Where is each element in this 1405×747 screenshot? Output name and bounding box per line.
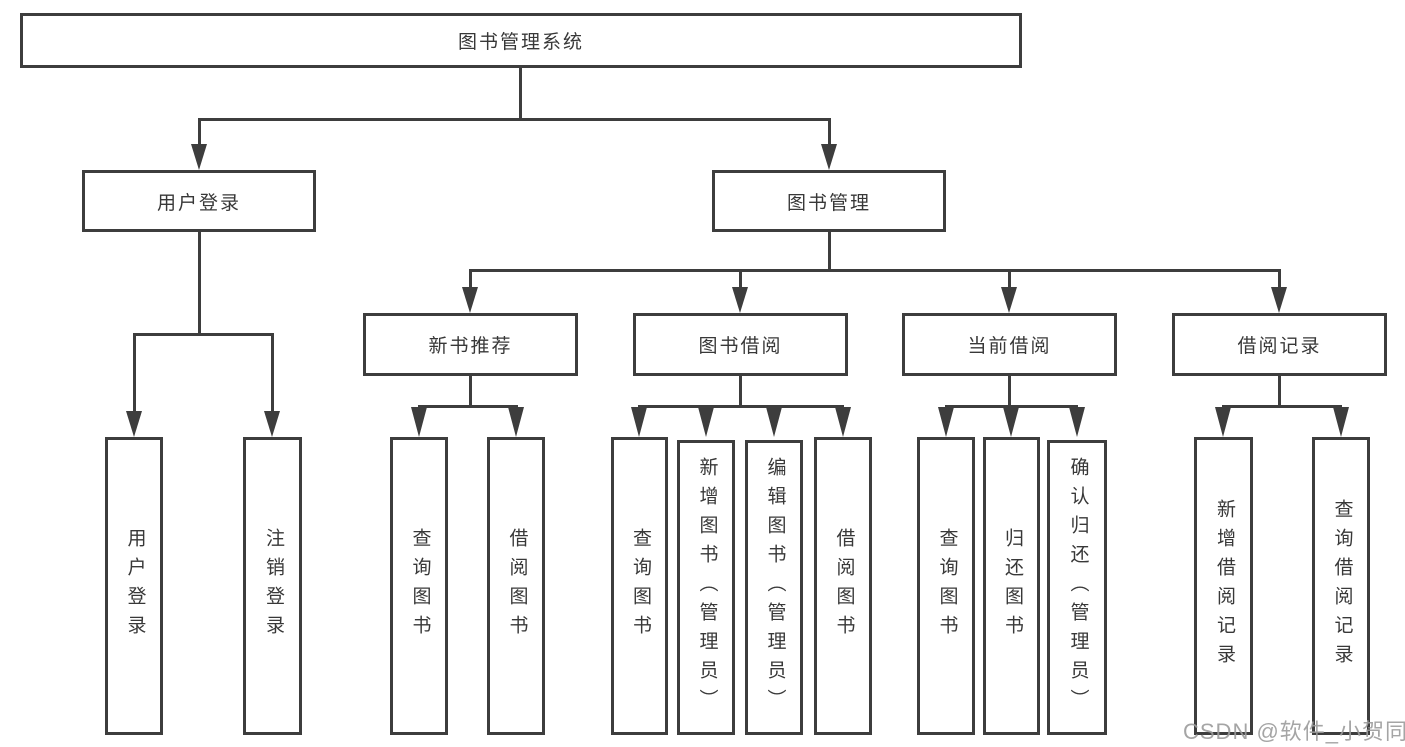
csdn-watermark: CSDN @软件_小贺同学 bbox=[1183, 719, 1405, 744]
leaf-label: 注销登录 bbox=[262, 528, 284, 644]
leaf-query-books: 查询图书 bbox=[917, 437, 975, 735]
leaf-label: 查询借阅记录 bbox=[1331, 499, 1353, 673]
arrow-down-icon bbox=[126, 411, 142, 437]
connector-stub bbox=[1008, 375, 1011, 408]
leaf-label: 编辑图书（管理员） bbox=[764, 457, 786, 718]
arrow-down-icon bbox=[264, 411, 280, 437]
node-label: 借阅记录 bbox=[1237, 336, 1322, 357]
connector-stub bbox=[1278, 375, 1281, 408]
arrow-down-icon bbox=[698, 407, 714, 437]
leaf-user-login: 用户登录 bbox=[105, 437, 163, 735]
arrow-down-icon bbox=[1271, 287, 1287, 313]
connector-shaft bbox=[271, 333, 274, 411]
leaf-add-book-admin: 新增图书（管理员） bbox=[677, 440, 735, 735]
leaf-query-books: 查询图书 bbox=[611, 437, 668, 735]
leaf-label: 查询图书 bbox=[936, 528, 958, 644]
node-book-management: 图书管理 bbox=[712, 170, 946, 232]
arrow-down-icon bbox=[766, 407, 782, 437]
connector-branch bbox=[638, 405, 844, 408]
connector-shaft bbox=[133, 333, 136, 411]
leaf-label: 归还图书 bbox=[1001, 528, 1023, 644]
arrow-down-icon bbox=[411, 407, 427, 437]
node-label: 图书管理 bbox=[786, 192, 871, 214]
node-library-system: 图书管理系统 bbox=[20, 13, 1022, 68]
leaf-add-borrow-record: 新增借阅记录 bbox=[1194, 437, 1253, 735]
leaf-query-borrow-record: 查询借阅记录 bbox=[1312, 437, 1370, 735]
connector-shaft bbox=[1008, 269, 1011, 287]
connector-stub bbox=[469, 375, 472, 408]
connector-root-stub bbox=[519, 68, 522, 118]
leaf-query-books: 查询图书 bbox=[390, 437, 448, 735]
arrow-down-icon bbox=[462, 287, 478, 313]
connector-branch bbox=[418, 405, 518, 408]
connector-shaft bbox=[1278, 269, 1281, 287]
arrow-down-icon bbox=[732, 287, 748, 313]
leaf-label: 用户登录 bbox=[124, 528, 146, 644]
arrow-down-icon bbox=[821, 144, 837, 170]
leaf-label: 确认归还（管理员） bbox=[1067, 457, 1089, 718]
connector-stub bbox=[739, 375, 742, 408]
connector-branch bbox=[1222, 405, 1342, 408]
leaf-label: 借阅图书 bbox=[833, 528, 855, 644]
node-label: 用户登录 bbox=[156, 192, 241, 214]
leaf-confirm-return-admin: 确认归还（管理员） bbox=[1047, 440, 1107, 735]
connector-root-branch bbox=[198, 118, 830, 121]
arrow-down-icon bbox=[508, 407, 524, 437]
arrow-down-icon bbox=[1001, 287, 1017, 313]
node-label: 当前借阅 bbox=[967, 336, 1052, 357]
arrow-down-icon bbox=[1069, 407, 1085, 437]
arrow-down-icon bbox=[631, 407, 647, 437]
connector-shaft bbox=[469, 269, 472, 287]
leaf-label: 查询图书 bbox=[409, 528, 431, 644]
connector-user-login-branch bbox=[133, 333, 273, 336]
arrow-down-icon bbox=[191, 144, 207, 170]
leaf-label: 新增借阅记录 bbox=[1213, 499, 1235, 673]
connector-book-mgmt-branch bbox=[469, 269, 1280, 272]
connector-book-mgmt-stub bbox=[828, 232, 831, 271]
node-label: 新书推荐 bbox=[428, 336, 513, 357]
connector-shaft bbox=[828, 118, 831, 146]
leaf-logout-login: 注销登录 bbox=[243, 437, 302, 735]
node-new-book-recommend: 新书推荐 bbox=[363, 313, 578, 376]
arrow-down-icon bbox=[1215, 407, 1231, 437]
connector-branch bbox=[945, 405, 1078, 408]
connector-user-login-stub bbox=[198, 232, 201, 336]
arrow-down-icon bbox=[1003, 407, 1019, 437]
leaf-label: 查询图书 bbox=[629, 528, 651, 644]
leaf-borrow-books: 借阅图书 bbox=[487, 437, 545, 735]
connector-shaft bbox=[198, 118, 201, 146]
arrow-down-icon bbox=[835, 407, 851, 437]
node-label: 图书管理系统 bbox=[457, 32, 584, 53]
leaf-edit-book-admin: 编辑图书（管理员） bbox=[745, 440, 803, 735]
node-label: 图书借阅 bbox=[698, 336, 783, 357]
connector-shaft bbox=[739, 269, 742, 287]
arrow-down-icon bbox=[1333, 407, 1349, 437]
leaf-label: 新增图书（管理员） bbox=[696, 457, 718, 718]
leaf-return-books: 归还图书 bbox=[983, 437, 1040, 735]
node-borrow-records: 借阅记录 bbox=[1172, 313, 1387, 376]
arrow-down-icon bbox=[938, 407, 954, 437]
node-book-borrow: 图书借阅 bbox=[633, 313, 848, 376]
node-current-borrow: 当前借阅 bbox=[902, 313, 1117, 376]
node-user-login: 用户登录 bbox=[82, 170, 316, 232]
leaf-borrow-books: 借阅图书 bbox=[814, 437, 872, 735]
leaf-label: 借阅图书 bbox=[506, 528, 528, 644]
